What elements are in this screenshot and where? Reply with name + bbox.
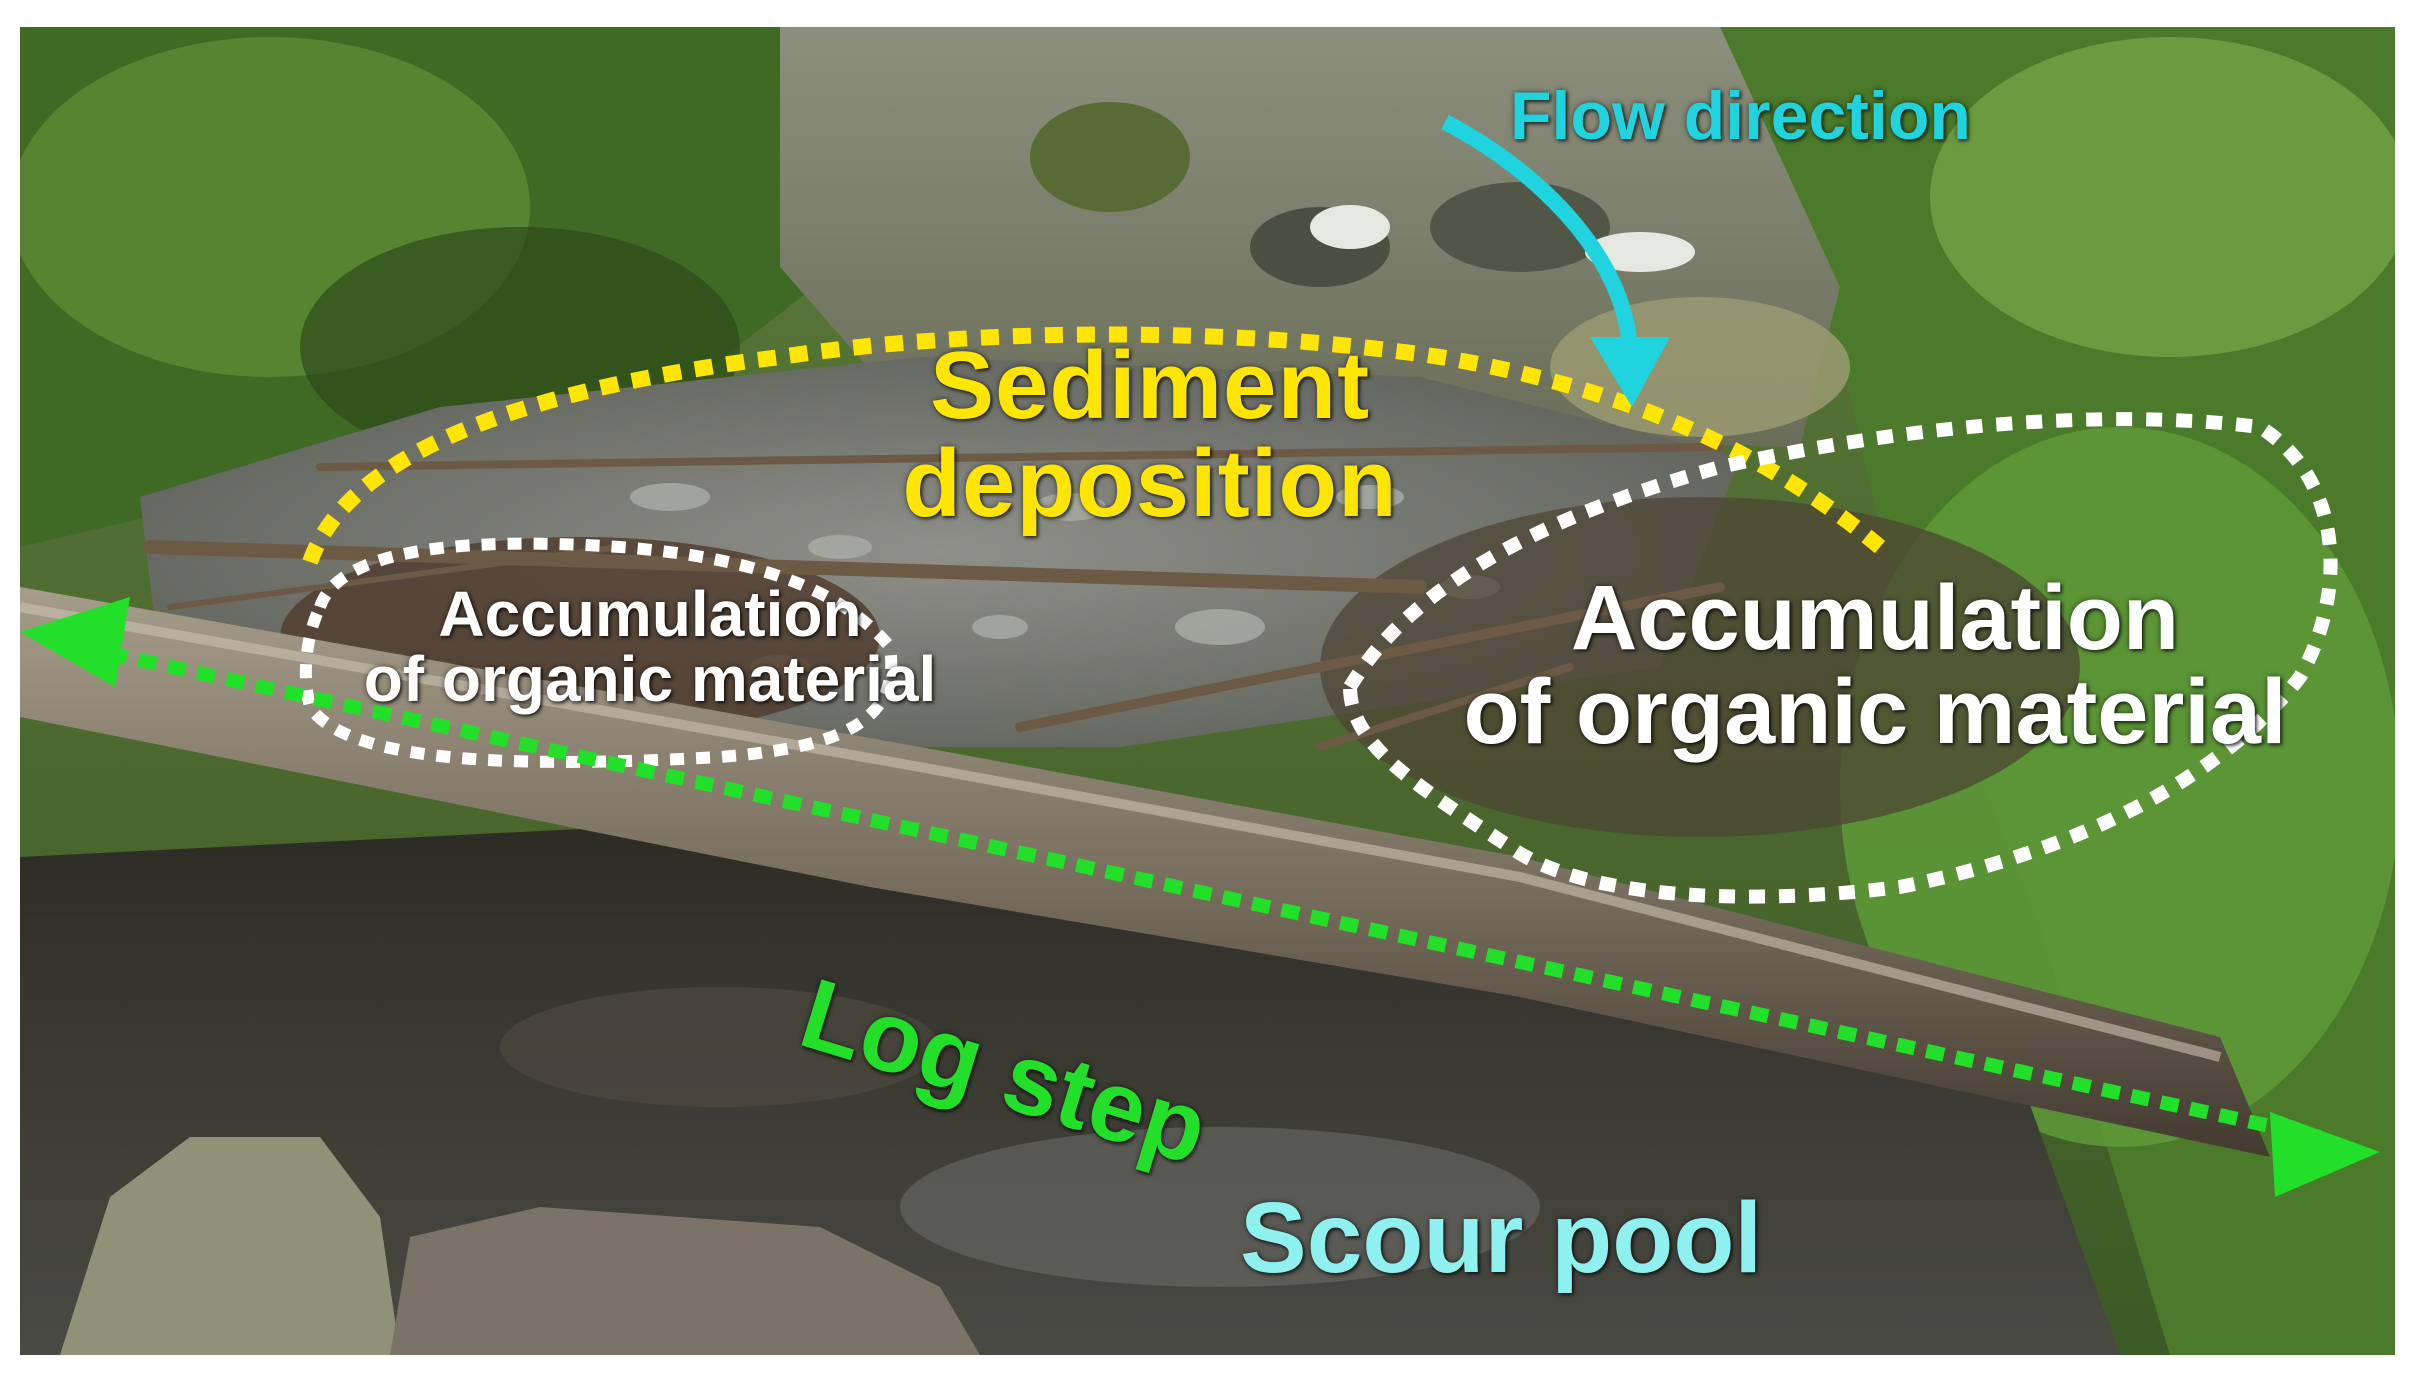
foreground-boulder-left xyxy=(60,1137,400,1355)
flow-direction-arrowhead xyxy=(1590,337,1670,407)
organic-right-line2: of organic material xyxy=(1463,660,2287,763)
organic-accumulation-label-right: Accumulation of organic material xyxy=(1360,571,2390,763)
photo-frame: Flow direction Sediment deposition Accum… xyxy=(20,27,2395,1355)
organic-outline-left xyxy=(299,537,898,768)
organic-left-line1: Accumulation xyxy=(438,578,862,650)
upstream-pool xyxy=(1550,297,1850,437)
flow-direction-label: Flow direction xyxy=(1510,78,1971,154)
right-foliage-light xyxy=(1930,37,2395,357)
organic-debris-right xyxy=(1320,497,2080,837)
log-step-arrowhead-right xyxy=(2270,1112,2380,1197)
sediment-label-line2: deposition xyxy=(902,429,1398,537)
foreground-boulder xyxy=(390,1207,980,1355)
white-water xyxy=(1310,205,1390,249)
sediment-deposition-label: Sediment deposition xyxy=(800,337,1500,533)
organic-accumulation-label-left: Accumulation of organic material xyxy=(290,581,1010,716)
organic-right-line1: Accumulation xyxy=(1570,567,2180,669)
flow-direction-arrow xyxy=(1441,114,1638,358)
log-highlight xyxy=(20,602,2222,1062)
water-reflection xyxy=(500,987,940,1107)
organic-outline-right xyxy=(1342,412,2338,904)
stream-photo xyxy=(20,27,2395,1355)
organic-left-line2: of organic material xyxy=(363,643,937,716)
scour-pool-label: Scour pool xyxy=(1240,1182,1763,1294)
large-log xyxy=(20,587,2270,1157)
upstream-mossy-rock xyxy=(1030,102,1190,212)
log-step-arrowhead-left xyxy=(20,597,130,687)
log-step-arrow-line xyxy=(78,640,2322,1144)
sediment-label-line1: Sediment xyxy=(929,332,1371,439)
water-reflection xyxy=(900,1127,1540,1287)
white-water xyxy=(1585,232,1695,272)
